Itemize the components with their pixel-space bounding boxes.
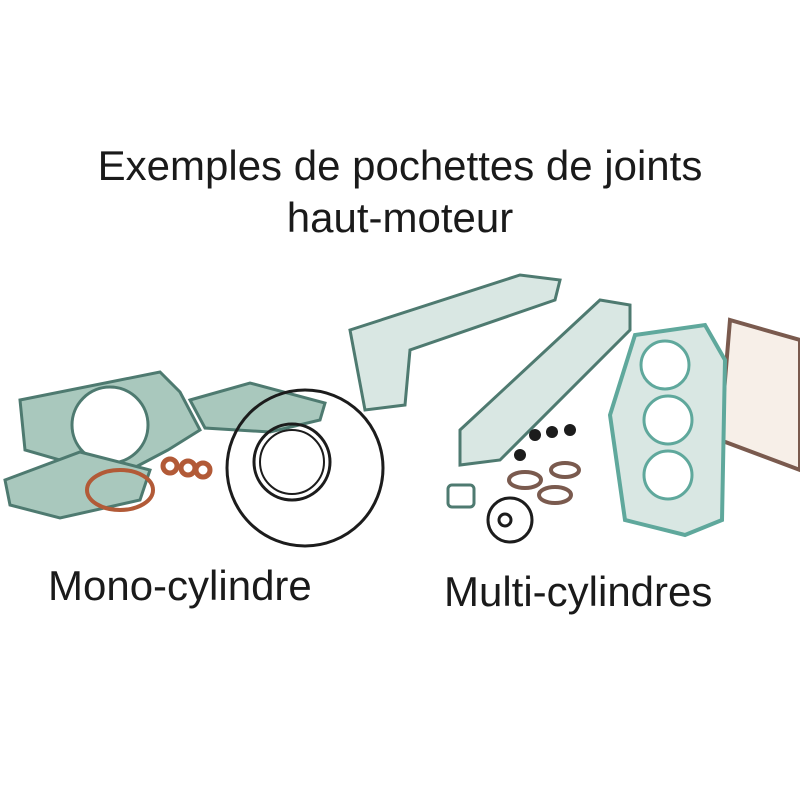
multi-cylinder-gasket-set (348, 273, 800, 544)
title-line-2: haut-moteur (286, 194, 514, 241)
ring (507, 470, 543, 490)
copper-washer (193, 460, 213, 480)
cam-cover-gasket (348, 273, 562, 412)
large-o-ring (225, 388, 385, 548)
cam-cover-gasket-2 (458, 298, 632, 467)
o-ring-small (497, 512, 513, 528)
bore (642, 449, 694, 501)
ring (549, 461, 581, 479)
valve-seal (564, 424, 576, 436)
small-gasket (446, 483, 476, 509)
valve-seal (529, 429, 541, 441)
copper-washer (160, 456, 180, 476)
mono-cylinder-label: Mono-cylindre (48, 562, 312, 609)
copper-ring (85, 468, 155, 512)
small-o-ring-inner (259, 429, 325, 495)
head-gasket (717, 317, 800, 473)
bore (639, 339, 691, 391)
small-o-ring (252, 422, 332, 502)
multi-cylinder-label: Multi-cylindres (444, 568, 713, 615)
mono-cylinder-gasket-set (3, 370, 385, 548)
bore (642, 394, 694, 446)
title-line-1: Exemples de pochettes de joints (97, 142, 703, 189)
ring (537, 485, 573, 505)
valve-seal (546, 426, 558, 438)
valve-seal (514, 449, 526, 461)
o-ring (486, 496, 534, 544)
copper-washer (178, 458, 198, 478)
